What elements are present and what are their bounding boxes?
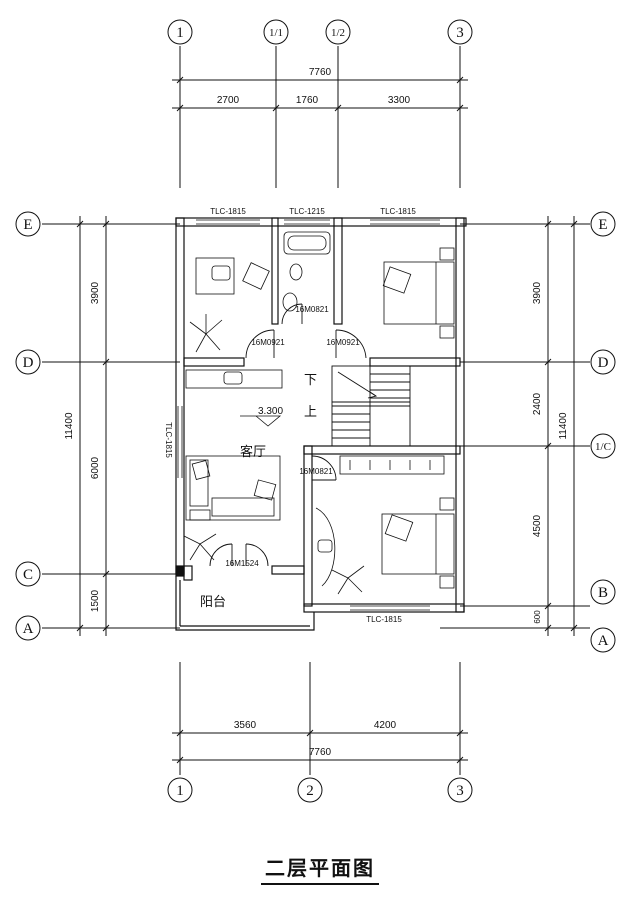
axis-label-bottom-2: 2: [306, 783, 314, 799]
window-label: TLC-1215: [289, 207, 325, 216]
door-label: 16M0921: [251, 338, 285, 347]
axis-bubble-right-b: [590, 579, 616, 605]
sideboard: [185, 369, 283, 389]
bed-2: [381, 513, 455, 575]
dim-right-total: 11400: [558, 412, 569, 440]
axis-label-left-c: C: [23, 567, 33, 583]
dim-left-part: 1500: [90, 589, 101, 612]
plant-icon: [189, 314, 223, 353]
dim-right-part: 2400: [532, 392, 543, 415]
elevation-label: 3.300: [258, 406, 283, 417]
axis-label-left-a: A: [23, 621, 34, 637]
axis-label-bottom-1: 1: [176, 783, 184, 799]
axis-label-left-e: E: [23, 217, 32, 233]
wardrobe: [339, 455, 445, 475]
axis-label-top-1: 1: [176, 25, 184, 41]
axis-label-right-e: E: [598, 217, 607, 233]
bed-1-nightstand-top: [439, 247, 455, 261]
sofa: [185, 455, 281, 521]
axis-label-left-d: D: [23, 355, 34, 371]
study-desk: [195, 257, 235, 295]
drawing-title-block: 二层平面图: [0, 852, 640, 885]
stair-label-up: 上: [304, 405, 317, 420]
furniture: [183, 231, 455, 595]
elevation-marker: [240, 415, 282, 427]
window-label: TLC-1815: [380, 207, 416, 216]
room-label-balcony: 阳台: [200, 595, 226, 610]
axis-bubble-right-a: [590, 627, 616, 653]
axis-bubble-right-e: [590, 211, 616, 237]
dimension-texts: 7760 2700 1760 3300 3560 4200 7760 11400…: [64, 67, 569, 758]
sink: [282, 292, 298, 312]
room-labels: 客厅 阳台 下 上 3.300: [200, 373, 317, 610]
plant-icon: [331, 565, 365, 595]
axis-label-right-d: D: [598, 355, 609, 371]
axis-bubble-top-1: [167, 19, 193, 45]
door-swings: [209, 303, 367, 567]
axis-label-top-3: 3: [456, 25, 464, 41]
axis-label-top-1-2: 1/2: [331, 27, 345, 39]
bed-2-nightstand-bottom: [439, 575, 455, 589]
toilet: [289, 263, 303, 281]
dim-left-part: 3900: [90, 281, 101, 304]
axis-bubble-right-1c: [590, 433, 616, 459]
dim-top-part: 1760: [296, 95, 319, 106]
door-label: 16M0821: [295, 305, 329, 314]
dim-bottom-part: 3560: [234, 720, 257, 731]
bathtub-inner: [287, 235, 327, 251]
axis-bubble-right-d: [590, 349, 616, 375]
axis-bubble-left-e: [15, 211, 41, 237]
dim-bottom-part: 4200: [374, 720, 397, 731]
axis-bubble-left-a: [15, 615, 41, 641]
axis-label-right-a: A: [598, 633, 609, 649]
axis-label-right-b: B: [598, 585, 608, 601]
axis-label-right-1c: 1/C: [595, 441, 611, 453]
door-label: 16M0821: [299, 467, 333, 476]
dresser: [315, 507, 336, 587]
axis-bubble-bottom-3: [447, 777, 473, 803]
dimension-lines: [76, 76, 578, 764]
axis-bubble-bottom-2: [297, 777, 323, 803]
axis-bubble-left-c: [15, 561, 41, 587]
door-label: 16M0921: [326, 338, 360, 347]
axis-bubbles: [15, 19, 616, 803]
armchair: [242, 262, 270, 290]
dim-left-total: 11400: [64, 412, 75, 440]
axis-bubble-left-d: [15, 349, 41, 375]
dim-right-part: 600: [533, 610, 542, 624]
dim-right-part: 3900: [532, 281, 543, 304]
axis-label-top-1-1: 1/1: [269, 27, 283, 39]
window-marks: [177, 219, 440, 611]
window-label: TLC-1815: [366, 615, 402, 624]
bed-2-nightstand-top: [439, 497, 455, 511]
bathtub: [283, 231, 331, 255]
axis-bubble-top-1-1: [263, 19, 289, 45]
dim-top-total: 7760: [309, 67, 332, 78]
plant-icon: [183, 533, 217, 561]
study-chair: [211, 265, 231, 281]
staircase: [331, 365, 411, 447]
axis-bubble-top-3: [447, 19, 473, 45]
axis-bubble-top-1-2: [325, 19, 351, 45]
axis-bubble-bottom-1: [167, 777, 193, 803]
stair-label-down: 下: [304, 373, 317, 388]
bed-1: [383, 261, 455, 325]
dim-left-part: 6000: [90, 456, 101, 479]
axis-label-bottom-3: 3: [456, 783, 464, 799]
drawing-title: 二层平面图: [261, 852, 379, 885]
bed-1-nightstand-bottom: [439, 325, 455, 339]
window-label: TLC-1815: [210, 207, 246, 216]
dim-top-part: 3300: [388, 95, 411, 106]
dim-top-part: 2700: [217, 95, 240, 106]
dim-right-part: 4500: [532, 514, 543, 537]
axis-labels: 1 1/1 1/2 3 1 2 3 E D C A E D 1/C B A: [23, 25, 611, 799]
door-label: 16M1524: [225, 559, 259, 568]
opening-labels: TLC-1815 TLC-1215 TLC-1815 TLC-1815 TLC-…: [164, 207, 416, 624]
window-label: TLC-1815: [164, 422, 173, 458]
dim-bottom-total: 7760: [309, 747, 332, 758]
room-label-living: 客厅: [240, 444, 266, 460]
